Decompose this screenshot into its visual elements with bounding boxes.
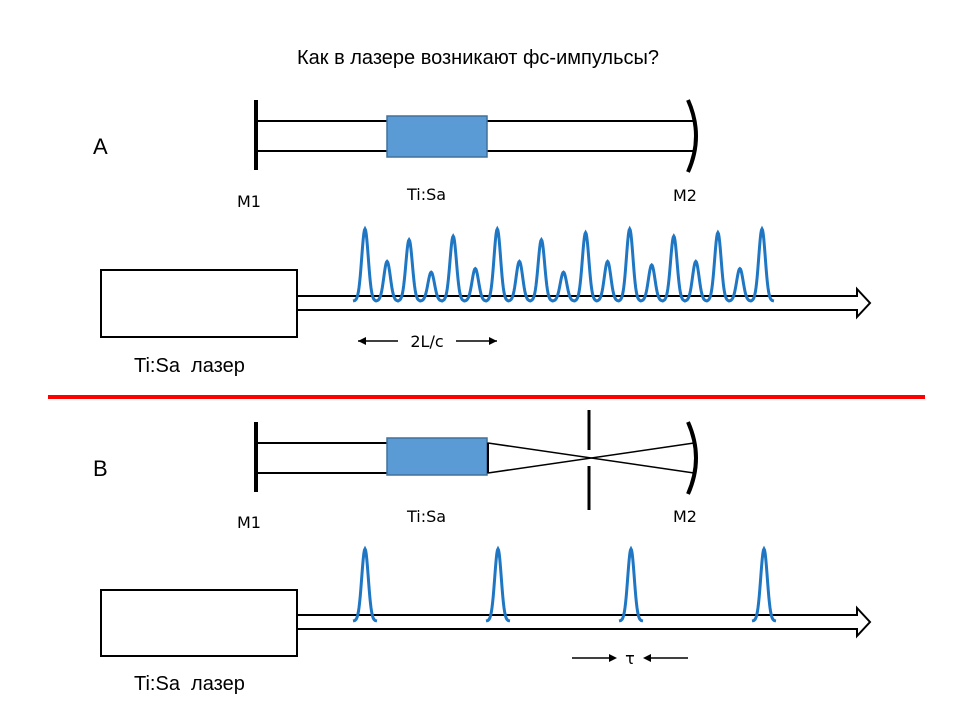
laser-b-label: Ti:Sa лазер [134, 673, 245, 695]
focus-beam-2 [487, 442, 695, 474]
laser-box-a [100, 269, 298, 338]
pulse-b [485, 545, 511, 623]
pulse-a [661, 233, 686, 303]
mirror-m2-b [686, 421, 698, 495]
pulse-a [418, 270, 444, 303]
pulse-a [573, 229, 598, 303]
pulse-a [374, 259, 400, 303]
panel-b-label: B [93, 456, 108, 481]
crystal-a [386, 115, 488, 158]
laser-box-b [100, 589, 298, 657]
output-beam-b [297, 605, 872, 639]
pulse-a [485, 225, 510, 303]
period-indicator-b: τ [572, 649, 688, 668]
pulse-b [751, 545, 777, 623]
page-title: Как в лазере возникают фс-импульсы? [297, 47, 659, 69]
laser-a-label: Ti:Sa лазер [134, 355, 245, 377]
pulse-a [507, 259, 532, 303]
pulse-a [463, 266, 488, 303]
pulse-b [618, 545, 644, 623]
pulse-train-b [352, 545, 777, 623]
period-a-label: 2L/c [410, 332, 443, 351]
pulse-a [352, 225, 378, 303]
mirror-m2-b-label: M2 [673, 507, 697, 526]
pulse-a [551, 270, 576, 303]
mirror-m2-a-label: M2 [673, 186, 697, 205]
mirror-m1-a-label: M1 [237, 192, 261, 211]
pulse-a [617, 225, 642, 303]
mirror-m1-b-label: M1 [237, 513, 261, 532]
pulse-a [397, 236, 422, 303]
panel-b: B M1 Ti:Sa M2 Ti:Sa лазер [93, 410, 872, 695]
panel-a: A M1 Ti:Sa M2 Ti:Sa лазер 2L/c [93, 99, 872, 377]
period-indicator-a: 2L/c [358, 332, 497, 351]
crystal-a-label: Ti:Sa [406, 185, 446, 204]
pulse-a [727, 266, 753, 303]
mirror-m2-a [686, 99, 698, 173]
pulse-a [595, 259, 620, 303]
pulse-a [639, 262, 664, 303]
pulse-a [749, 225, 775, 303]
panel-a-label: A [93, 134, 108, 159]
pulse-b [352, 545, 378, 623]
crystal-b-label: Ti:Sa [406, 507, 446, 526]
period-b-label: τ [625, 649, 635, 668]
pulse-a [441, 233, 466, 303]
crystal-b [386, 437, 488, 476]
output-beam-a [297, 286, 872, 320]
pulse-a [705, 229, 731, 303]
pulse-a [529, 236, 554, 303]
pulse-train-a [352, 225, 775, 303]
pulse-a [683, 259, 709, 303]
